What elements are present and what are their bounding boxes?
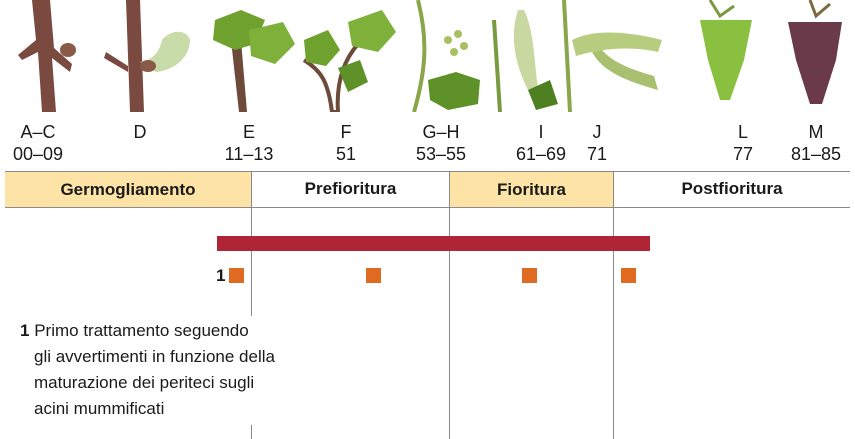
stage-label-d: D [95, 121, 185, 143]
stage-d-budburst-image [100, 0, 196, 112]
footnote-line-3: maturazione dei periteci sugli [20, 370, 275, 396]
stage-l-green-bunch-image [690, 0, 762, 112]
treatment-marker-1 [229, 268, 244, 283]
phase-header-postfioritura: Postfioritura [614, 171, 850, 207]
stage-j-fruitset-image [562, 0, 674, 112]
phase-header-germogliamento: Germogliamento [5, 172, 251, 207]
table-header-border [5, 207, 850, 208]
stage-a-c-bud-image [8, 0, 80, 112]
phase-divider-2 [449, 171, 450, 439]
stage-i-flowering-image [488, 0, 560, 112]
footnote: 1 Primo trattamento seguendo gli avverti… [20, 318, 275, 422]
stage-g-h-cluster-image [408, 0, 488, 112]
footnote-number: 1 [20, 321, 29, 340]
phase-divider-1-lower [251, 425, 252, 439]
footnote-line-2: gli avvertimenti in funzione della [20, 344, 275, 370]
footnote-line-4: acini mummificati [20, 396, 275, 422]
stage-m-ripe-bunch-image [780, 0, 850, 112]
footnote-text-1: Primo trattamento seguendo [34, 321, 249, 340]
treatment-marker-3 [522, 268, 537, 283]
stage-f-shoot-image [298, 0, 398, 112]
phase-header-prefioritura: Prefioritura [252, 171, 449, 207]
treatment-period-bar [217, 236, 650, 251]
footnote-line-1: 1 Primo trattamento seguendo [20, 318, 275, 344]
stage-e-leaves-image [205, 0, 297, 112]
treatment-marker-4 [621, 268, 636, 283]
treatment-marker-number: 1 [216, 266, 225, 286]
treatment-marker-2 [366, 268, 381, 283]
phase-divider-3 [613, 171, 614, 439]
phase-header-fioritura: Fioritura [450, 172, 613, 207]
